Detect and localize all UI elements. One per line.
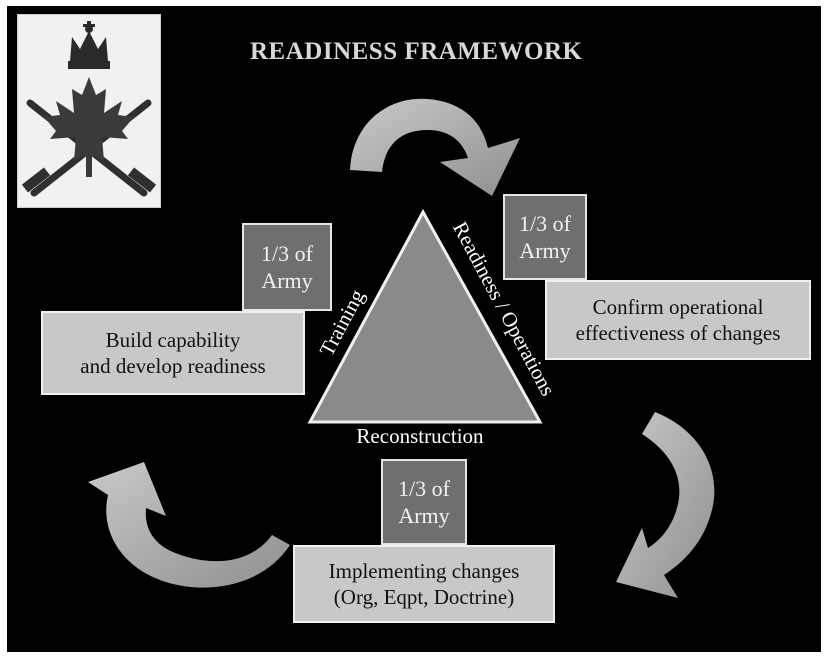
army-third-line1: 1/3 of [519, 211, 571, 236]
phase-box-training: Build capability and develop readiness [41, 311, 305, 395]
phase-line1: Build capability [105, 328, 241, 352]
army-third-box-reconstruction: 1/3 of Army [381, 459, 467, 545]
phase-line2: effectiveness of changes [575, 321, 781, 345]
army-third-box-readiness: 1/3 of Army [503, 194, 587, 280]
phase-line2: (Org, Eqpt, Doctrine) [333, 585, 515, 609]
phase-line1: Confirm operational [592, 295, 764, 319]
army-third-box-training: 1/3 of Army [242, 223, 332, 311]
slide-title: READINESS FRAMEWORK [250, 38, 583, 65]
army-crest-icon [17, 14, 161, 208]
curved-arrow-icon [616, 412, 715, 598]
triangle [307, 208, 543, 424]
curved-arrow-icon [88, 462, 290, 588]
triangle-label-reconstruction: Reconstruction [356, 424, 484, 448]
army-third-line1: 1/3 of [398, 476, 450, 501]
phase-line2: and develop readiness [80, 354, 266, 378]
army-third-line2: Army [261, 268, 313, 293]
army-third-line2: Army [398, 503, 450, 528]
army-third-line2: Army [519, 238, 571, 263]
phase-box-readiness: Confirm operational effectiveness of cha… [545, 280, 811, 360]
phase-line1: Implementing changes [328, 559, 520, 583]
curved-arrow-icon [350, 98, 520, 196]
phase-box-reconstruction: Implementing changes (Org, Eqpt, Doctrin… [293, 545, 555, 623]
army-third-line1: 1/3 of [261, 241, 313, 266]
